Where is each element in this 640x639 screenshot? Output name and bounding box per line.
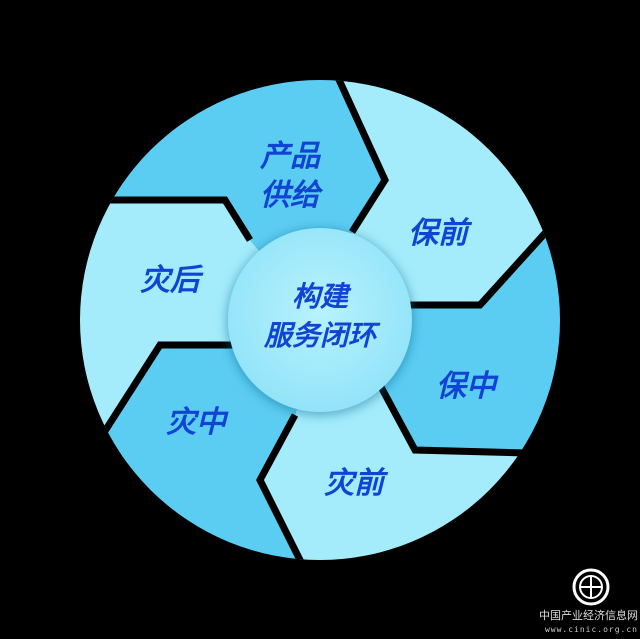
watermark-url: www.cinic.org.cn	[545, 625, 638, 634]
segment-during-insurance	[320, 200, 560, 455]
label-pre-disaster: 灾前	[324, 466, 389, 501]
center-title-line2: 服务闭环	[263, 319, 381, 352]
segment-post-disaster	[80, 200, 320, 470]
center-title-line1: 构建	[292, 280, 352, 313]
center-hub	[228, 228, 412, 412]
segment-dividers	[80, 80, 560, 560]
label-product-supply-2: 供给	[260, 178, 324, 213]
label-during-disaster: 灾中	[166, 405, 229, 440]
label-pre-insurance: 保前	[408, 216, 473, 251]
segment-pre-insurance	[320, 80, 560, 320]
watermark-name: 中国产业经济信息网	[539, 608, 638, 622]
label-during-insurance: 保中	[436, 369, 499, 404]
cinic-logo-icon	[572, 568, 610, 606]
label-product-supply-1: 产品	[259, 139, 322, 174]
segment-during-disaster	[80, 320, 330, 560]
label-post-disaster: 灾后	[140, 263, 204, 298]
watermark: 中国产业经济信息网 www.cinic.org.cn	[539, 568, 638, 634]
